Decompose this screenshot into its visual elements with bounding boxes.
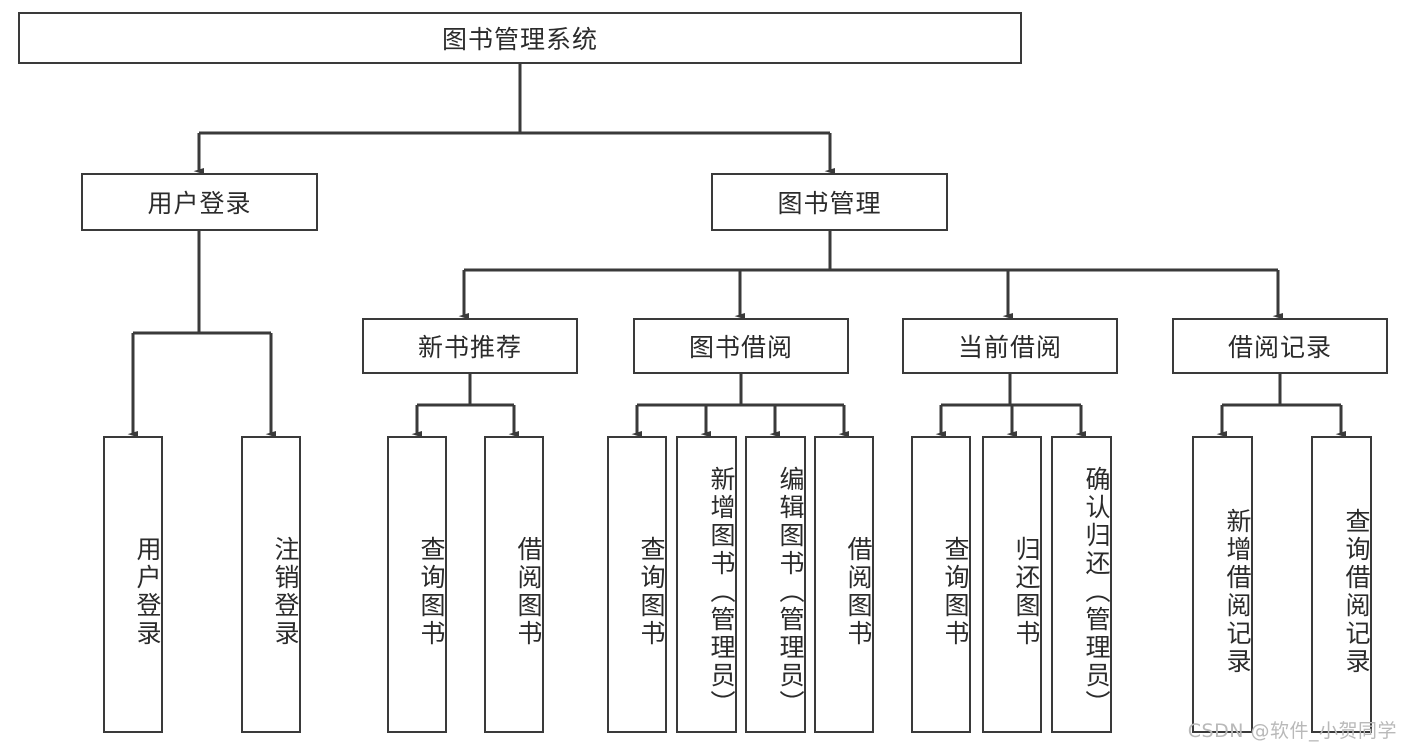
node-label: 图书管理系统 bbox=[441, 25, 598, 54]
node-label: 查询借阅记录 bbox=[1342, 507, 1371, 676]
node-l3-新书推荐[interactable]: 新书推荐 bbox=[362, 318, 578, 374]
node-label: 图书借阅 bbox=[688, 333, 793, 362]
node-label: 新增借阅记录 bbox=[1223, 507, 1252, 676]
node-leaf-查询借阅记录[interactable]: 查询借阅记录 bbox=[1311, 436, 1372, 733]
node-label: 查询图书 bbox=[417, 535, 446, 648]
node-label: 新增图书（管理员） bbox=[707, 465, 736, 718]
node-label: 查询图书 bbox=[637, 535, 666, 648]
node-label: 用户登录 bbox=[133, 535, 162, 648]
node-l2-图书管理[interactable]: 图书管理 bbox=[711, 173, 948, 231]
node-l3-图书借阅[interactable]: 图书借阅 bbox=[633, 318, 849, 374]
watermark-label: CSDN @软件_小贺同学 bbox=[1187, 720, 1397, 742]
node-label: 新书推荐 bbox=[417, 333, 522, 362]
node-leaf-编辑图书管理员[interactable]: 编辑图书（管理员） bbox=[745, 436, 806, 733]
node-label: 图书管理 bbox=[777, 189, 882, 218]
node-leaf-查询图书[interactable]: 查询图书 bbox=[607, 436, 667, 733]
node-leaf-新增借阅记录[interactable]: 新增借阅记录 bbox=[1192, 436, 1253, 733]
node-label: 用户登录 bbox=[147, 189, 252, 218]
node-label: 查询图书 bbox=[941, 535, 970, 648]
node-leaf-归还图书[interactable]: 归还图书 bbox=[982, 436, 1042, 733]
node-l3-借阅记录[interactable]: 借阅记录 bbox=[1172, 318, 1388, 374]
node-leaf-确认归还管理员[interactable]: 确认归还（管理员） bbox=[1051, 436, 1112, 733]
node-label: 借阅图书 bbox=[844, 535, 873, 648]
node-l3-当前借阅[interactable]: 当前借阅 bbox=[902, 318, 1118, 374]
node-label: 编辑图书（管理员） bbox=[776, 465, 805, 718]
node-leaf-用户登录[interactable]: 用户登录 bbox=[103, 436, 163, 733]
node-label: 确认归还（管理员） bbox=[1082, 465, 1111, 718]
node-leaf-借阅图书[interactable]: 借阅图书 bbox=[814, 436, 874, 733]
node-leaf-注销登录[interactable]: 注销登录 bbox=[241, 436, 301, 733]
node-label: 当前借阅 bbox=[957, 333, 1062, 362]
node-leaf-查询图书[interactable]: 查询图书 bbox=[911, 436, 971, 733]
node-leaf-新增图书管理员[interactable]: 新增图书（管理员） bbox=[676, 436, 737, 733]
node-leaf-查询图书[interactable]: 查询图书 bbox=[387, 436, 447, 733]
node-label: 注销登录 bbox=[271, 535, 300, 648]
node-label: 归还图书 bbox=[1012, 535, 1041, 648]
node-leaf-借阅图书[interactable]: 借阅图书 bbox=[484, 436, 544, 733]
node-root-图书管理系统[interactable]: 图书管理系统 bbox=[18, 12, 1022, 64]
node-l2-用户登录[interactable]: 用户登录 bbox=[81, 173, 318, 231]
node-label: 借阅记录 bbox=[1227, 333, 1332, 362]
node-label: 借阅图书 bbox=[514, 535, 543, 648]
